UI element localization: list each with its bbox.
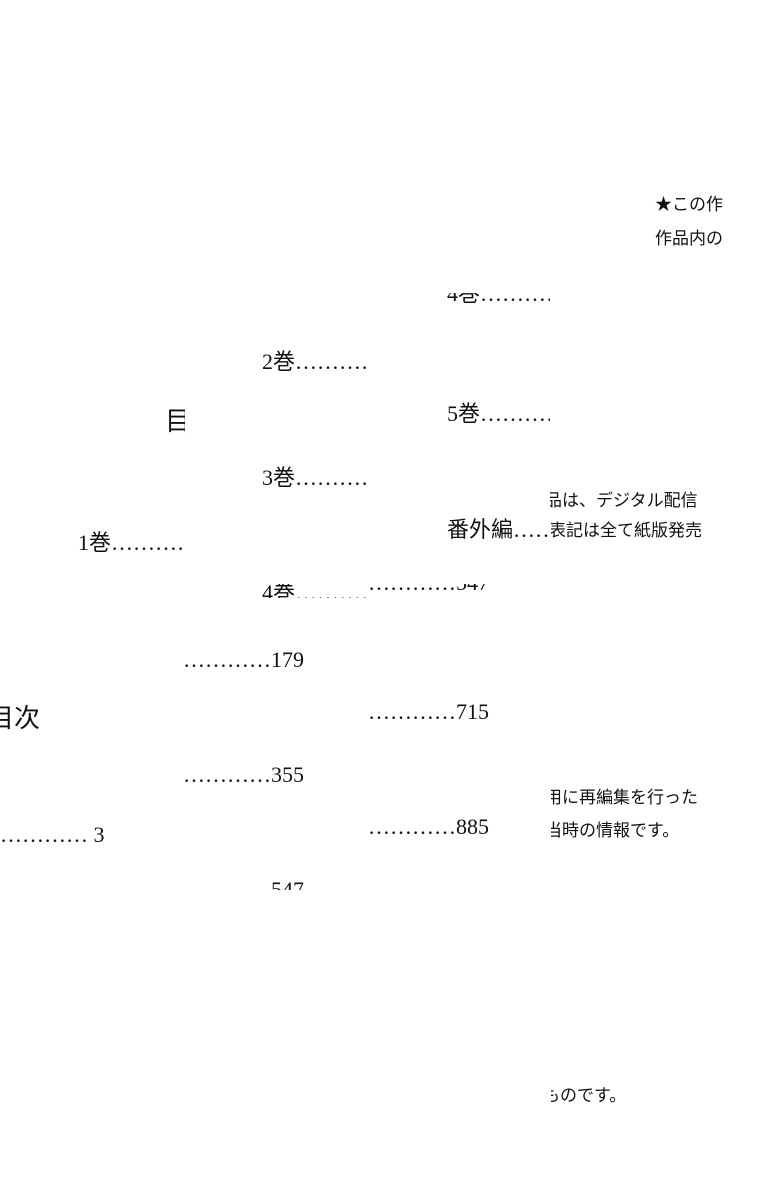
- toc-entry-3-label-fragment[interactable]: 3巻…………: [258, 462, 368, 494]
- toc-leader: …………: [295, 584, 368, 598]
- toc-label: 4巻: [262, 584, 296, 598]
- toc-entry-1-label-fragment[interactable]: 1巻…………: [74, 527, 185, 559]
- notice-line1-end: 用に再編集を行った: [551, 788, 698, 807]
- toc-leader: …………: [368, 699, 456, 724]
- toc-entry-5-page-fragment[interactable]: …………715: [368, 696, 508, 728]
- toc-entry-4-page-fragment[interactable]: …………547: [368, 584, 508, 600]
- toc-leader: …………: [295, 465, 368, 490]
- toc-entry-3-page-fragment[interactable]: …………355: [183, 759, 323, 791]
- toc-page: 3: [93, 822, 105, 847]
- toc-page: 715: [456, 699, 489, 724]
- toc-label: 番外編: [447, 517, 514, 542]
- toc-leader: …………: [111, 530, 185, 555]
- toc-entry-1-page-fragment[interactable]: ………… 3: [0, 818, 120, 850]
- toc-title-fragment-2: 目次: [0, 700, 50, 738]
- notice-fragment-1: ★この作: [652, 192, 764, 220]
- toc-leader: …………: [368, 814, 456, 839]
- toc-entry-extra-label-fragment[interactable]: 番外編…………: [443, 514, 551, 546]
- toc-entry-5-label-fragment[interactable]: 5巻…………: [443, 398, 550, 430]
- notice-line2-start: 作品内の: [655, 229, 723, 248]
- notice-line1-start: ★この作: [655, 195, 723, 214]
- notice-line1-mid: 品は、デジタル配信: [550, 491, 698, 510]
- notice-fragment-3: 品は、デジタル配信: [550, 488, 764, 516]
- toc-leader: …………: [480, 401, 550, 426]
- toc-page: 179: [271, 647, 304, 672]
- notice-fragment-5: 用に再編集を行った: [551, 785, 764, 813]
- toc-entry-4-label-fragment[interactable]: 4巻…………: [258, 584, 368, 598]
- toc-title: 目次: [0, 704, 41, 733]
- toc-entry-extra-page-fragment[interactable]: …………885: [368, 811, 508, 843]
- notice-line2-mid: 表記は全て紙版発売: [551, 521, 702, 540]
- toc-entry-4-fragment-top: 4巻…………: [445, 293, 550, 307]
- toc-leader: …………: [480, 293, 550, 306]
- toc-label: 1巻: [78, 530, 112, 555]
- toc-label: 3巻: [262, 465, 296, 490]
- toc-leader: …………: [368, 584, 456, 595]
- notice-line1-tail: ものです。: [551, 1086, 627, 1105]
- toc-leader: …………: [513, 517, 551, 542]
- toc-entry-2-page-fragment[interactable]: …………179: [183, 644, 323, 676]
- toc-entry-2-label-fragment[interactable]: 2巻…………: [258, 346, 368, 378]
- toc-page: 885: [456, 814, 489, 839]
- toc-label: 5巻: [447, 401, 481, 426]
- toc-entry-4-page-fragment-2[interactable]: …………547: [183, 876, 323, 891]
- toc-page: 547: [456, 584, 489, 595]
- toc-label: 4巻: [447, 293, 481, 306]
- toc-title-fragment-1: 目: [160, 404, 185, 438]
- toc-page: 547: [271, 877, 304, 891]
- toc-leader: …………: [183, 877, 271, 891]
- toc-label: 2巻: [262, 349, 296, 374]
- notice-fragment-4: 表記は全て紙版発売: [551, 518, 764, 546]
- notice-line2-end: 当時の情報です。: [551, 821, 680, 840]
- notice-fragment-7: ものです。: [551, 1083, 764, 1111]
- toc-page: 355: [271, 762, 304, 787]
- notice-fragment-2: 作品内の: [652, 226, 764, 254]
- toc-leader: …………: [183, 647, 271, 672]
- toc-leader: …………: [295, 349, 368, 374]
- toc-leader: …………: [183, 762, 271, 787]
- toc-title-first-char: 目: [165, 407, 185, 436]
- notice-fragment-6: 当時の情報です。: [551, 818, 764, 846]
- toc-leader: …………: [0, 822, 88, 847]
